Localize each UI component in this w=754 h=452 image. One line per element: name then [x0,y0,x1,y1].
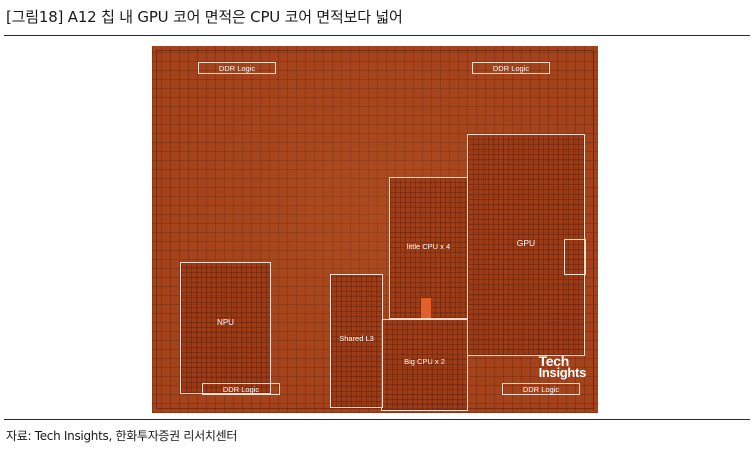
ddr-logic-bottom-left: DDR Logic [202,383,280,395]
title-divider [4,35,750,36]
gpu-label: GPU [516,238,536,248]
ddr-logic-label: DDR Logic [522,385,560,394]
little-cpu-block: little CPU x 4 [389,177,468,319]
ddr-logic-top-left: DDR Logic [198,62,276,74]
die-border [156,50,594,409]
big-cpu-label: Big CPU x 2 [404,357,445,366]
ddr-logic-top-right: DDR Logic [472,62,550,74]
logo-line-1: Tech [538,353,570,369]
ddr-logic-label: DDR Logic [492,64,530,73]
little-cpu-cache-highlight [421,298,431,318]
big-cpu-block: Big CPU x 2 [381,319,468,411]
techinsights-logo: Tech Insights [538,353,587,380]
figure-title: [그림18] A12 칩 내 GPU 코어 면적은 CPU 코어 면적보다 넓어 [6,8,403,26]
ddr-logic-label: DDR Logic [222,385,260,394]
chip-die-image: DDR Logic DDR Logic GPU little CPU x 4 B… [152,46,598,413]
little-cpu-label: little CPU x 4 [406,242,451,251]
ddr-logic-label: DDR Logic [218,64,256,73]
gpu-block: GPU [467,134,585,356]
gpu-side-notch [564,239,586,275]
source-note: 자료: Tech Insights, 한화투자증권 리서치센터 [6,429,238,443]
ddr-logic-bottom-right: DDR Logic [502,383,580,395]
shared-l3-label: Shared L3 [339,334,374,343]
npu-block: NPU [180,262,271,394]
shared-l3-block: Shared L3 [330,274,383,408]
logo-line-2: Insights [538,365,587,380]
source-divider [4,419,750,420]
npu-label: NPU [217,318,234,327]
